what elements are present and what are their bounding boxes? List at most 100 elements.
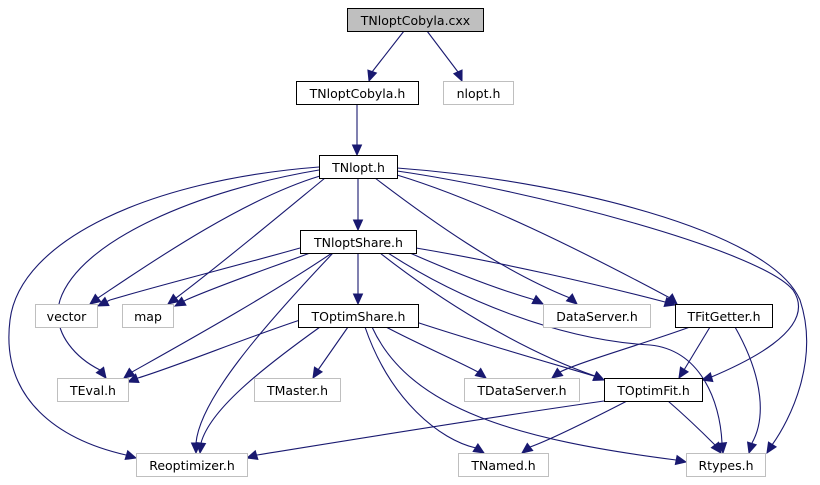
edge-line (374, 177, 571, 299)
arrowhead-icon (195, 442, 207, 455)
node-label: TOptimShare.h (311, 309, 406, 324)
arrowhead-icon (95, 366, 107, 379)
edge-line (8, 166, 320, 456)
node-label: TFitGetter.h (686, 309, 760, 324)
edge-line (396, 174, 671, 299)
arrowhead-icon (531, 294, 545, 305)
edge-TOptimShare_h-to-Rtypes_h (371, 326, 688, 466)
arrowhead-icon (472, 442, 486, 454)
edge-line (137, 319, 301, 379)
edge-TOptimShare_h-to-TDataServer_h (385, 326, 487, 379)
node-label: TNlopt.h (331, 160, 385, 175)
arrowhead-icon (678, 366, 690, 380)
edges-layer (8, 30, 808, 466)
edge-line (396, 167, 808, 446)
node-label: TNloptShare.h (313, 235, 403, 250)
arrowhead-icon (746, 441, 758, 455)
node-label: Rtypes.h (698, 458, 753, 473)
edge-TNloptShare_h-to-Reoptimizer_h (190, 252, 334, 455)
node-tnloptcobyla-h[interactable]: TNloptCobyla.h (296, 81, 419, 105)
edge-TNloptShare_h-to-TOptimShare_h (352, 253, 364, 306)
node-tfitgetter-h[interactable]: TFitGetter.h (675, 304, 773, 328)
arrowhead-icon (521, 442, 534, 454)
edge-line (185, 252, 311, 301)
arrowhead-icon (710, 441, 722, 454)
edge-line (371, 326, 677, 461)
arrowhead-icon (565, 293, 578, 305)
edge-line (385, 326, 479, 373)
node-label: TNamed.h (470, 458, 535, 473)
node-label: TNloptCobyla.h (309, 86, 406, 101)
edge-TOptimShare_h-to-TEval_h (126, 319, 301, 383)
edge-TNloptCobyla_cxx-to-nlopt_h (426, 30, 463, 83)
node-box (458, 453, 549, 477)
edge-TOptimShare_h-to-TNamed_h (364, 326, 486, 454)
node-reoptimizer-h: Reoptimizer.h (136, 453, 248, 477)
node-label: vector (47, 309, 88, 324)
node-tdataserver-h: TDataServer.h (464, 378, 580, 402)
node-tnloptcobyla-cxx[interactable]: TNloptCobyla.cxx (347, 8, 484, 32)
node-box (296, 81, 419, 105)
node-box (136, 453, 248, 477)
edge-TNloptCobyla_h-to-TNlopt_h (351, 104, 363, 157)
node-tnloptshare-h[interactable]: TNloptShare.h (300, 230, 417, 254)
node-box (464, 378, 580, 402)
edge-connector (183, 299, 187, 302)
edge-line (200, 326, 321, 444)
node-box (675, 304, 773, 328)
arrowhead-icon (245, 449, 259, 461)
node-label: TOptimFit.h (616, 383, 690, 398)
arrowhead-icon (474, 367, 487, 379)
edge-line (97, 175, 321, 299)
node-tnlopt-h[interactable]: TNlopt.h (319, 155, 398, 179)
edge-line (256, 400, 605, 456)
edge-line (409, 319, 595, 377)
node-label: TNloptCobyla.cxx (360, 13, 470, 28)
arrowhead-icon (124, 449, 138, 461)
node-box (604, 378, 703, 402)
node-box (298, 304, 419, 328)
edge-line (667, 400, 716, 446)
edge-TNlopt_h-to-Rtypes_h (396, 167, 808, 455)
node-box (300, 230, 417, 254)
node-box (57, 378, 129, 402)
edge-connector (708, 376, 712, 379)
arrowhead-icon (351, 144, 363, 157)
arrowhead-icon (551, 367, 564, 379)
edge-TFitGetter_h-to-Rtypes_h (734, 326, 761, 455)
edge-TNlopt_h-to-TOptimFit_h (396, 170, 800, 383)
arrowhead-icon (312, 366, 324, 380)
edge-line (57, 169, 320, 371)
edge-TNloptShare_h-to-map (173, 252, 311, 307)
arrowhead-icon (123, 367, 136, 379)
edge-TFitGetter_h-to-TDataServer_h (551, 326, 691, 379)
edge-connector (569, 297, 571, 299)
edge-line (387, 252, 723, 444)
edge-TNlopt_h-to-Reoptimizer_h (8, 166, 320, 461)
edge-line (109, 247, 301, 301)
edge-line (559, 326, 691, 373)
arrowhead-icon (452, 69, 463, 83)
edge-line (409, 252, 536, 301)
edge-TNlopt_h-to-TEval_h (57, 169, 320, 379)
edge-TNlopt_h-to-TNloptShare_h (352, 178, 364, 232)
node-box (35, 304, 98, 328)
arrowhead-icon (89, 293, 102, 305)
edge-line (415, 247, 666, 303)
node-dataserver-h: DataServer.h (543, 304, 651, 328)
edge-TNlopt_h-to-vector (89, 175, 321, 305)
arrowhead-icon (766, 441, 778, 455)
node-nlopt-h: nlopt.h (443, 81, 514, 105)
node-tmaster-h: TMaster.h (254, 378, 341, 402)
node-toptimfit-h[interactable]: TOptimFit.h (604, 378, 703, 402)
node-box (543, 304, 651, 328)
edge-TNloptShare_h-to-DataServer_h (409, 252, 545, 305)
arrowhead-icon (674, 454, 688, 466)
edge-line (371, 30, 405, 73)
edge-TOptimFit_h-to-Rtypes_h (667, 400, 722, 454)
node-box (122, 304, 174, 328)
edge-TOptimFit_h-to-Reoptimizer_h (245, 400, 605, 461)
node-toptimshare-h[interactable]: TOptimShare.h (298, 304, 419, 328)
edge-connector (669, 297, 671, 299)
